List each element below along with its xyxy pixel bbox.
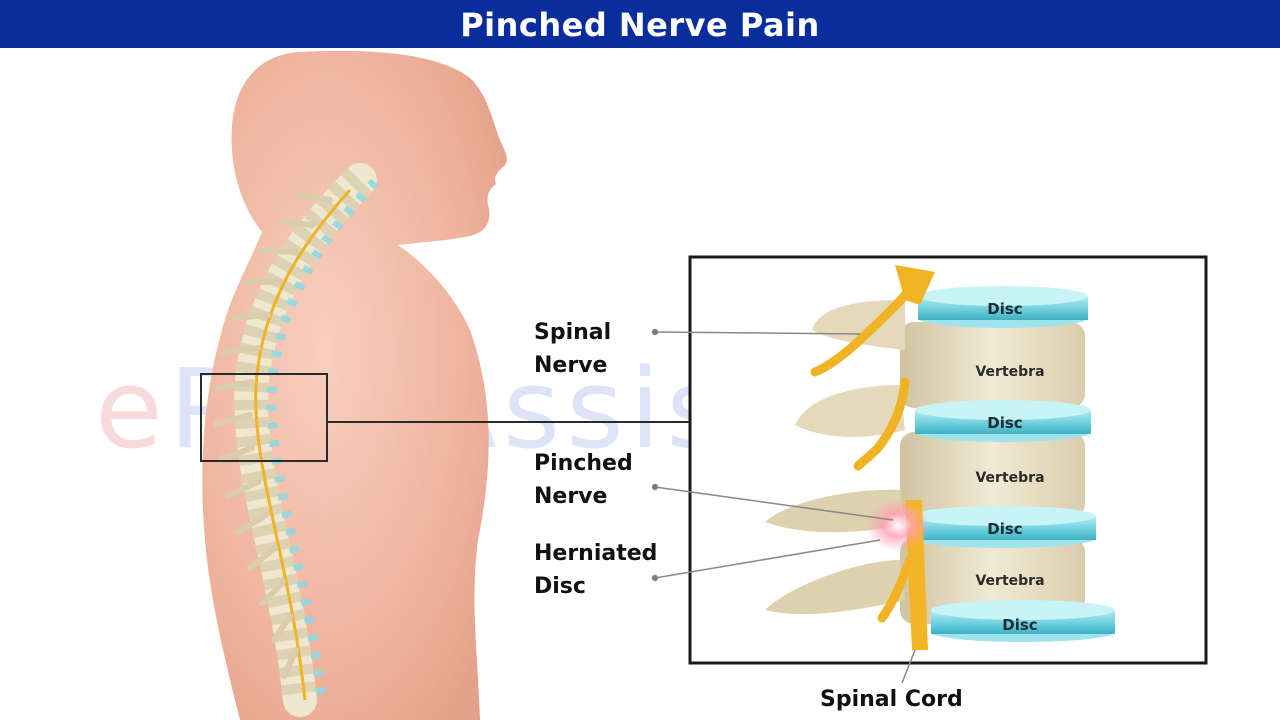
vertebra-label-2: Vertebra	[975, 470, 1044, 486]
disc-label-3: Disc	[987, 520, 1022, 538]
vertebra-body-2	[900, 432, 1085, 518]
leader-spinal-cord	[901, 649, 916, 684]
label-pinched-nerve: Pinched Nerve	[534, 451, 633, 509]
vertebra-label-1: Vertebra	[975, 364, 1044, 380]
disc-3	[910, 506, 1096, 548]
watermark-e: e	[95, 345, 169, 473]
label-spinal-cord: Spinal Cord	[820, 687, 963, 712]
disc-1	[918, 286, 1088, 328]
disc-4	[931, 600, 1115, 642]
process-1	[812, 300, 905, 350]
spinal-nerve-2	[853, 377, 910, 471]
label-herniated-disc: Herniated Disc	[534, 541, 658, 599]
page-title: Pinched Nerve Pain	[460, 6, 820, 44]
disc-label-4: Disc	[1002, 616, 1037, 634]
pinch-glow	[866, 499, 930, 551]
inset-spine-illustration: Disc Disc Disc Disc Vertebra Vertebra Ve…	[765, 265, 1115, 650]
disc-2	[915, 400, 1091, 442]
disc-label-2: Disc	[987, 414, 1022, 432]
vertebra-body-1	[900, 322, 1085, 408]
title-bar: Pinched Nerve Pain	[0, 0, 1280, 48]
vertebra-label-3: Vertebra	[975, 573, 1044, 589]
body-spine	[213, 163, 379, 717]
spinal-nerve-3	[877, 555, 915, 623]
leader-spinal-nerve	[654, 331, 861, 335]
process-2	[795, 385, 905, 437]
highlight-box	[200, 373, 328, 462]
leader-pinched-nerve	[654, 486, 894, 521]
disc-label-1: Disc	[987, 300, 1022, 318]
leader-herniated-disc	[654, 539, 881, 579]
spinal-nerve-1	[810, 275, 920, 377]
label-spinal-nerve: Spinal Nerve	[534, 320, 612, 378]
process-4	[765, 560, 905, 615]
